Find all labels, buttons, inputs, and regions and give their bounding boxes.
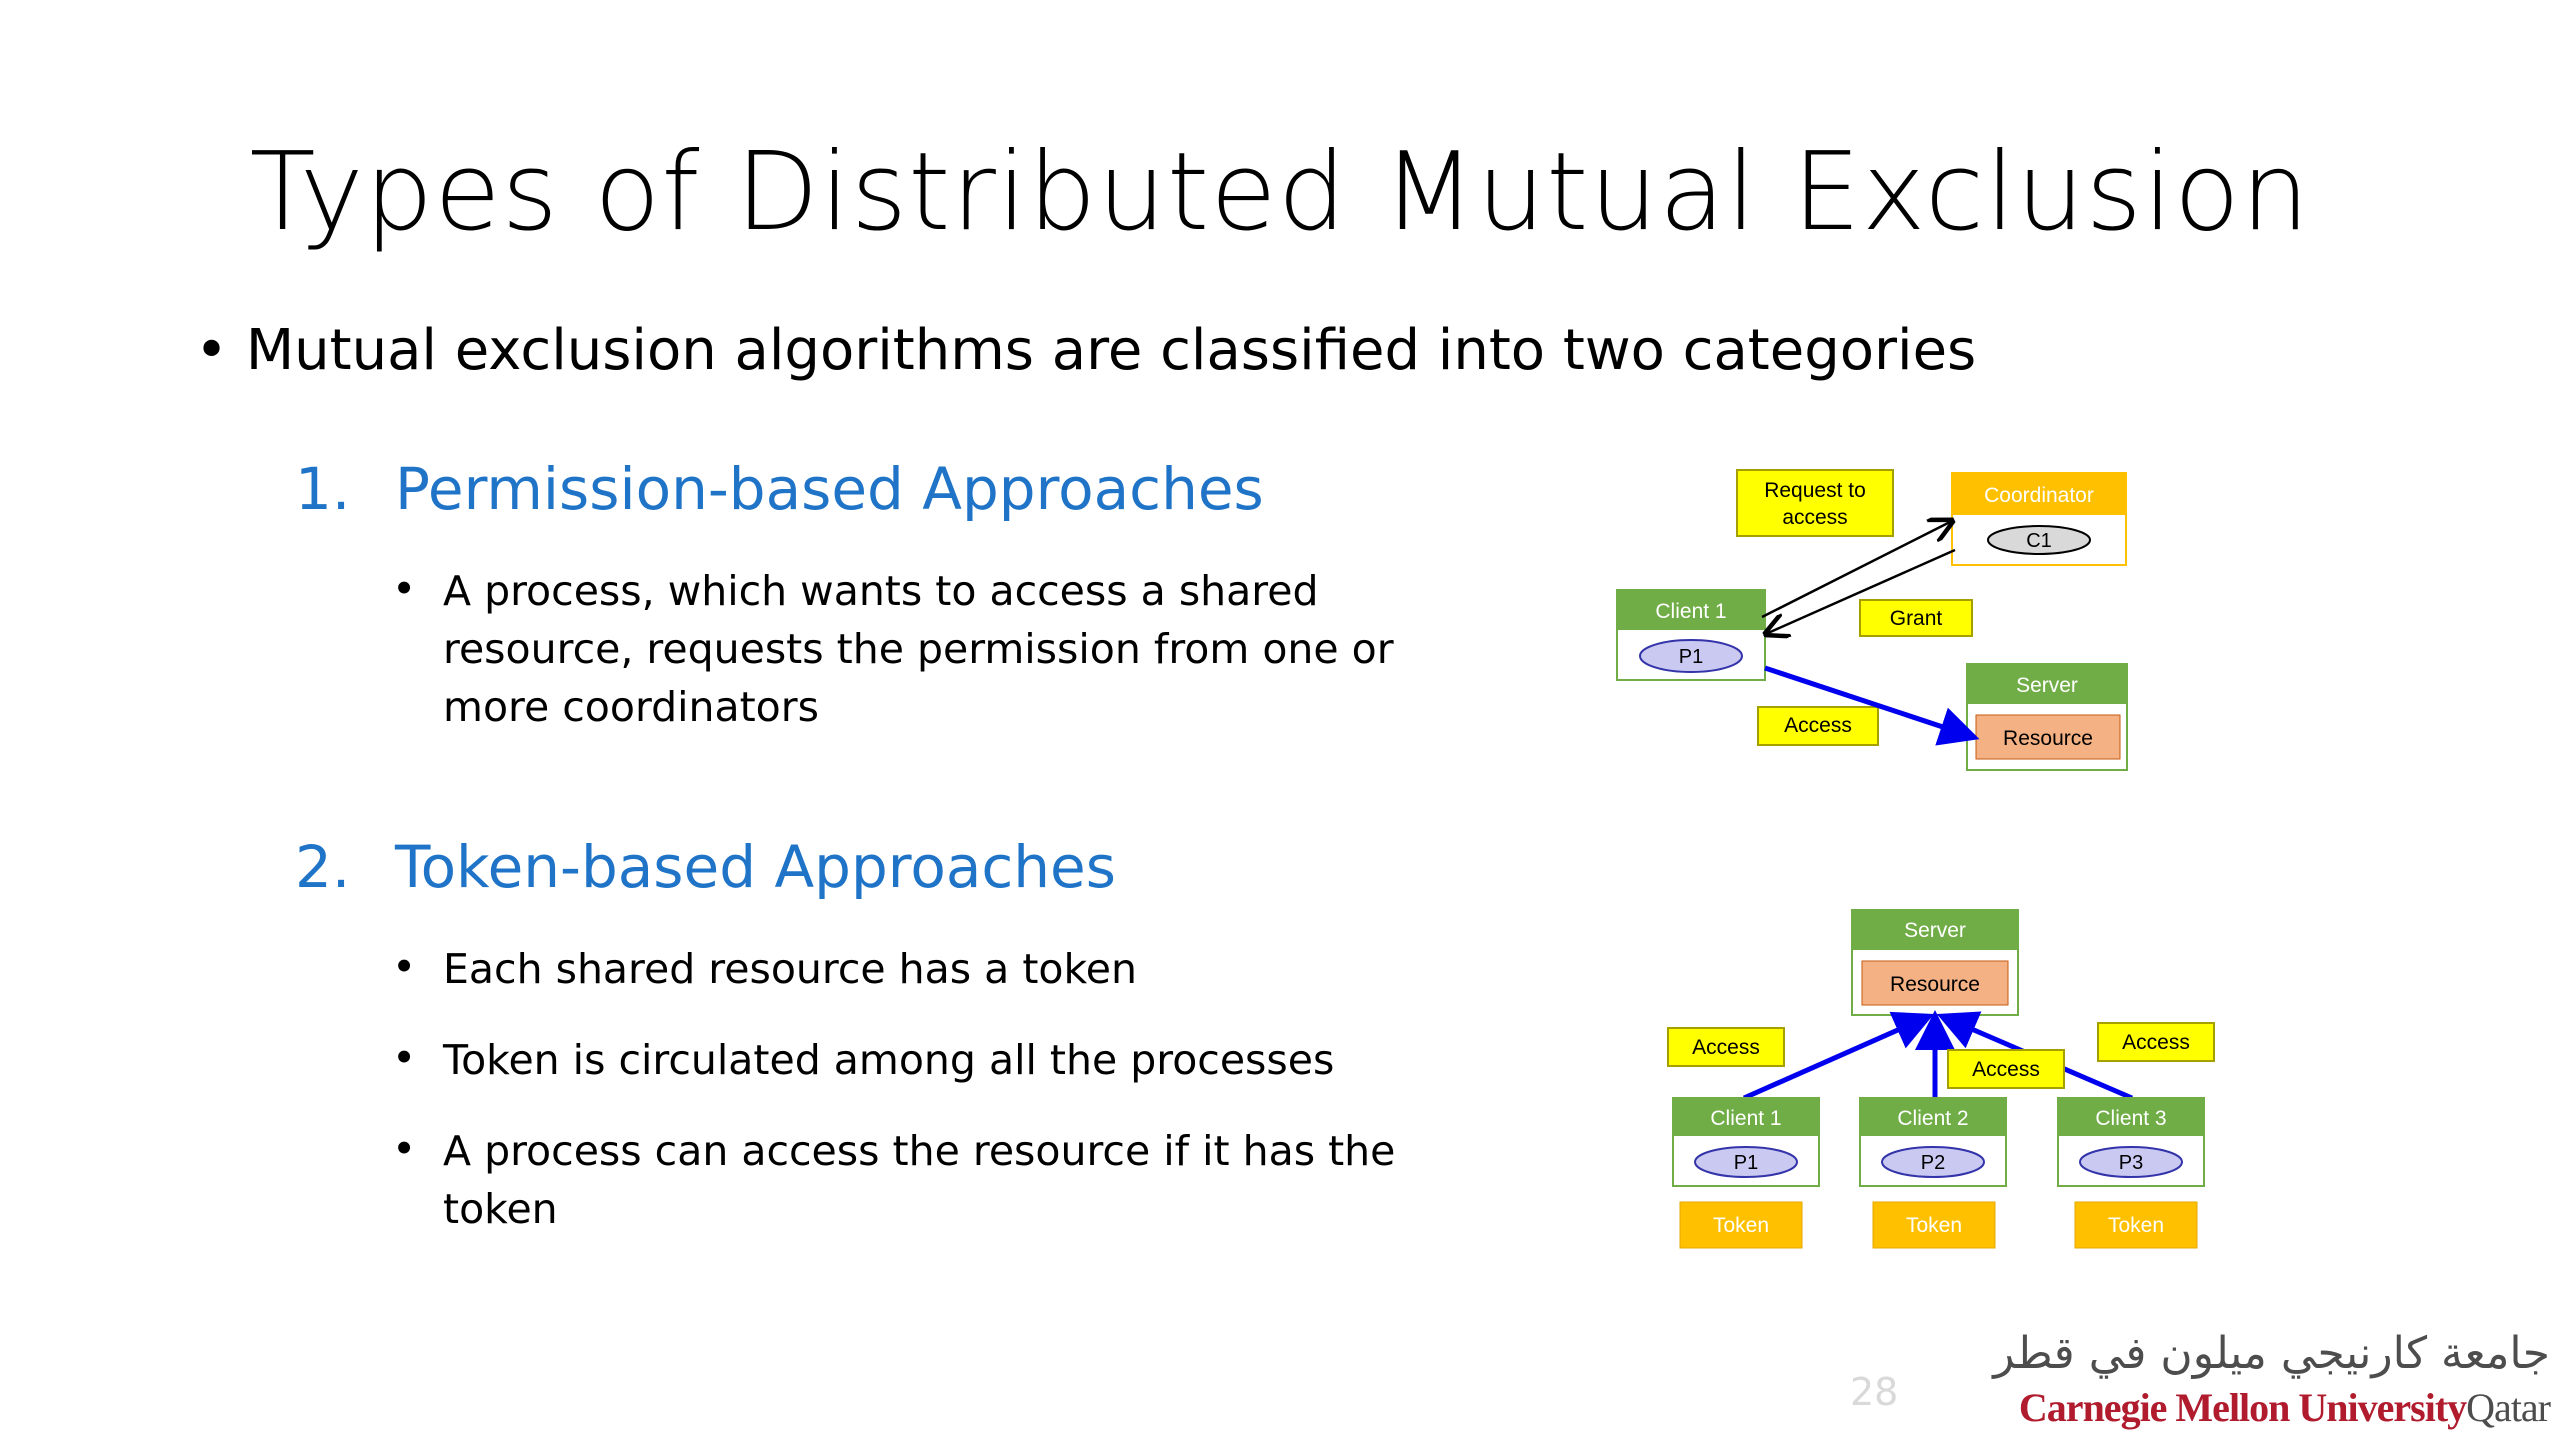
- bullet-line: A process can access the resource if it …: [443, 1127, 1396, 1175]
- cmu-qatar-logo: جامعة كارنيجي ميلون في قطر Carnegie Mell…: [1993, 1328, 2551, 1438]
- request-label-line: access: [1782, 506, 1847, 529]
- server-node: Server Resource: [1966, 663, 2128, 771]
- access-label: Access: [1757, 706, 1879, 746]
- access-arrow-1: [1742, 1011, 1935, 1101]
- token-diagram: Server Resource Access Access Access Cli…: [1667, 909, 2215, 1249]
- section-2-bullet-1: Each shared resource has a token: [443, 940, 1137, 998]
- token-3: Token: [2074, 1201, 2198, 1249]
- grant-label: Grant: [1859, 599, 1973, 637]
- bullet-dot: •: [392, 1034, 417, 1082]
- client-3-node: Client 3 P3: [2057, 1097, 2205, 1187]
- logo-english: Carnegie Mellon UniversityQatar: [2018, 1384, 2551, 1431]
- token-2: Token: [1872, 1201, 1996, 1249]
- token-1: Token: [1679, 1201, 1803, 1249]
- coordinator-node: Coordinator C1: [1951, 472, 2127, 566]
- grant-arrow: [1768, 548, 1956, 633]
- request-arrow: [1761, 522, 1950, 619]
- process-label: P3: [2119, 1152, 2143, 1174]
- bullet-line: token: [443, 1185, 558, 1233]
- process-ellipse: [2079, 1146, 2183, 1178]
- access-text: Access: [2122, 1031, 2190, 1054]
- bullet-dot: •: [195, 318, 246, 383]
- client-label: Client 1: [1710, 1107, 1781, 1130]
- p1-process: [1639, 639, 1743, 673]
- permission-diagram: Request to access Coordinator C1 Client …: [1616, 469, 2128, 771]
- server-label: Server: [2016, 674, 2078, 697]
- bullet-line: more coordinators: [443, 683, 819, 731]
- section-2-bullet-3: A process can access the resource if it …: [443, 1122, 1395, 1238]
- slide-number: 28: [1850, 1370, 1899, 1414]
- token-label: Token: [1906, 1214, 1962, 1237]
- slide-title: Types of Distributed Mutual Exclusion: [249, 130, 2311, 255]
- section-2-heading: Token-based Approaches: [395, 833, 1116, 901]
- client-2-node: Client 2 P2: [1859, 1097, 2007, 1187]
- section-2-bullet-2: Token is circulated among all the proces…: [443, 1031, 1334, 1089]
- request-label-line: Request to: [1764, 479, 1866, 502]
- coordinator-label: Coordinator: [1984, 484, 2094, 507]
- section-2-number: 2.: [295, 833, 351, 901]
- bullet-line: Token is circulated among all the proces…: [443, 1036, 1335, 1084]
- client-label: Client 2: [1897, 1107, 1968, 1130]
- section-1-bullet-1: A process, which wants to access a share…: [443, 562, 1443, 736]
- logo-arabic: جامعة كارنيجي ميلون في قطر: [1993, 1328, 2550, 1379]
- grant-text: Grant: [1890, 607, 1943, 630]
- intro-text: Mutual exclusion algorithms are classifi…: [245, 318, 1977, 383]
- resource-label: Resource: [2003, 727, 2093, 750]
- section-1-number: 1.: [295, 455, 351, 523]
- c1-process: [1987, 525, 2091, 555]
- client-1-node: Client 1 P1: [1616, 589, 1766, 681]
- server-node: Server Resource: [1851, 909, 2019, 1016]
- access-label-2: Access: [1947, 1049, 2065, 1089]
- client-1-node: Client 1 P1: [1672, 1097, 1820, 1187]
- logo-english-2: Qatar: [2466, 1385, 2551, 1430]
- token-label: Token: [1713, 1214, 1769, 1237]
- client-1-label: Client 1: [1655, 600, 1726, 623]
- process-ellipse: [1881, 1146, 1985, 1178]
- server-label: Server: [1904, 919, 1966, 942]
- process-ellipse: [1694, 1146, 1798, 1178]
- section-1-heading: Permission-based Approaches: [395, 455, 1264, 523]
- access-text: Access: [1972, 1058, 2040, 1081]
- bullet-line: resource, requests the permission from o…: [443, 625, 1394, 673]
- access-arrow: [1764, 665, 1980, 746]
- bullet-line: A process, which wants to access a share…: [443, 567, 1319, 615]
- client-label: Client 3: [2095, 1107, 2166, 1130]
- request-label: Request to access: [1736, 469, 1894, 537]
- bullet-line: Each shared resource has a token: [443, 945, 1137, 993]
- process-label: P2: [1921, 1152, 1945, 1174]
- bullet-dot: •: [392, 1125, 417, 1173]
- access-label-3: Access: [2097, 1022, 2215, 1062]
- process-label: P1: [1734, 1152, 1758, 1174]
- resource-label: Resource: [1890, 973, 1980, 996]
- logo-english-1: Carnegie Mellon University: [2018, 1385, 2467, 1430]
- c1-label: C1: [2026, 530, 2052, 552]
- p1-label: P1: [1679, 646, 1703, 668]
- bullet-dot: •: [392, 943, 417, 991]
- access-text: Access: [1784, 714, 1852, 737]
- bullet-dot: •: [392, 565, 417, 613]
- access-label-1: Access: [1667, 1027, 1785, 1067]
- token-label: Token: [2108, 1214, 2164, 1237]
- intro-bullet: • Mutual exclusion algorithms are classi…: [195, 318, 1976, 383]
- access-text: Access: [1692, 1036, 1760, 1059]
